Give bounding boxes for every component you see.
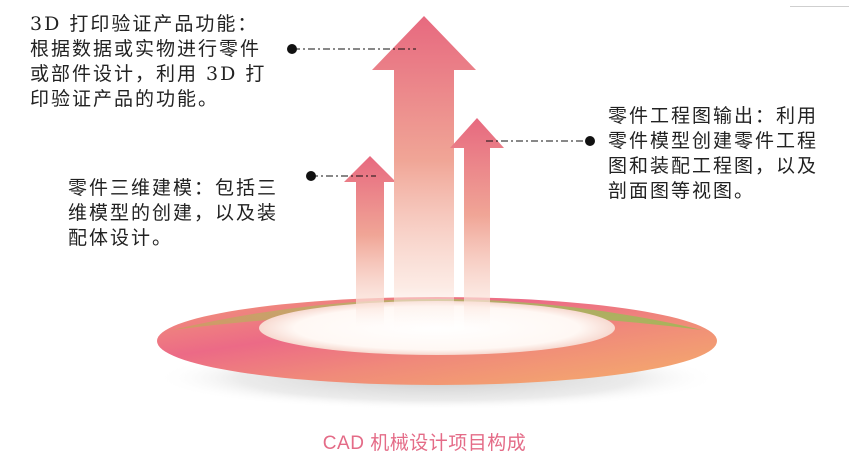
connector-dot-3d-print xyxy=(287,44,297,54)
arrow-center xyxy=(372,16,476,336)
arrows xyxy=(344,16,504,336)
annotation-part-engineering-drawing: 零件工程图输出：利用零件模型创建零件工程图和装配工程图，以及剖面图等视图。 xyxy=(608,105,819,202)
arrow-right xyxy=(450,118,504,334)
connector-dot-model xyxy=(306,171,316,181)
arrow-left xyxy=(344,156,396,332)
annotation-3d-print-verification: 3D 打印验证产品功能：根据数据或实物进行零件或部件设计，利用 3D 打印验证产… xyxy=(30,13,267,110)
diagram-caption: CAD 机械设计项目构成 xyxy=(322,433,527,454)
connector-dot-drawing xyxy=(585,136,595,146)
connectors xyxy=(287,44,595,181)
corner-rule xyxy=(790,6,849,7)
annotation-part-3d-modeling: 零件三维建模：包括三维模型的创建，以及装配体设计。 xyxy=(68,177,279,249)
